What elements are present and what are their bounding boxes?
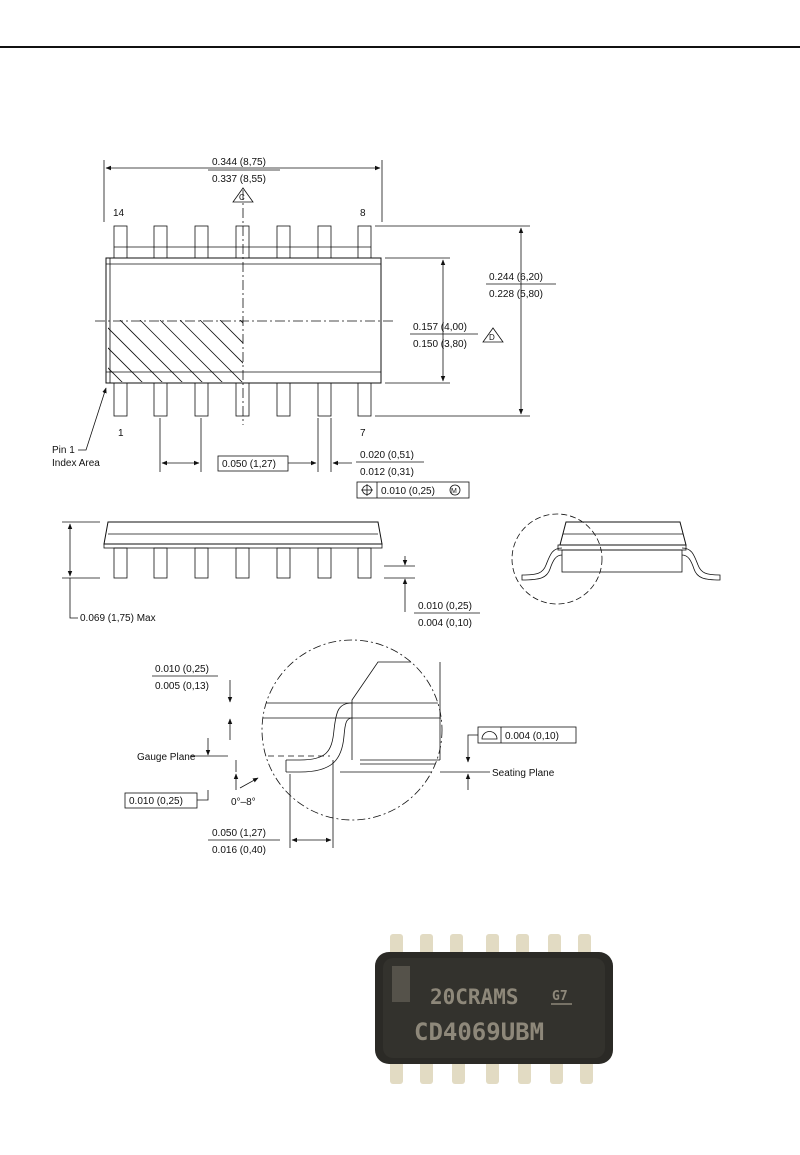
pin1-label-line2: Index Area — [52, 458, 100, 469]
chip-marking-line1: 20CRAMS — [430, 985, 519, 1009]
gauge-plane-label: Gauge Plane — [137, 752, 196, 763]
coplanarity-label: 0.004 (0,10) — [505, 731, 559, 742]
seating-plane-label: Seating Plane — [492, 768, 555, 779]
standoff-min-label: 0.004 (0,10) — [418, 618, 472, 629]
lead-t-min-label: 0.005 (0,13) — [155, 681, 209, 692]
foot-min-label: 0.016 (0,40) — [212, 845, 266, 856]
lead-w-max-label: 0.020 (0,51) — [360, 450, 414, 461]
standoff-max-label: 0.010 (0,25) — [418, 601, 472, 612]
pin-8-label: 8 — [360, 208, 366, 219]
note-d-label: D — [489, 333, 495, 342]
body-max-label: 0.157 (4,00) — [413, 322, 467, 333]
top-view: 0.344 (8,75) 0.337 (8,55) C 14 8 1 7 0.2… — [52, 157, 556, 499]
bottom-leads — [113, 382, 372, 417]
pin-14-label: 14 — [113, 208, 125, 219]
gauge-dim-label: 0.010 (0,25) — [129, 796, 183, 807]
chip-photo: 20CRAMS G7 CD4069UBM — [375, 934, 613, 1084]
chip-marking-suffix: G7 — [552, 989, 568, 1004]
detail-view: 0.010 (0,25) 0.005 (0,13) Gauge Plane 0.… — [124, 639, 577, 856]
height-max-label: 0.069 (1,75) Max — [80, 613, 156, 624]
pin1-index-hatch — [108, 320, 243, 382]
pin-1-label: 1 — [118, 428, 124, 439]
position-tol-label: 0.010 (0,25) — [381, 486, 435, 497]
overall-max-label: 0.244 (6,20) — [489, 272, 543, 283]
body-min-label: 0.150 (3,80) — [413, 339, 467, 350]
angle-label: 0°–8° — [231, 797, 256, 808]
overall-min-label: 0.228 (5,80) — [489, 289, 543, 300]
end-view — [511, 513, 721, 605]
width-max-label: 0.344 (8,75) — [212, 157, 266, 168]
position-mod-label: M — [451, 488, 457, 495]
chip-marking-line2: CD4069UBM — [414, 1018, 544, 1046]
top-leads — [113, 225, 372, 260]
foot-max-label: 0.050 (1,27) — [212, 828, 266, 839]
header-rule — [0, 46, 800, 48]
photo-bottom-leads — [390, 1058, 593, 1084]
lead-w-min-label: 0.012 (0,31) — [360, 467, 414, 478]
pin-7-label: 7 — [360, 428, 366, 439]
pitch-label: 0.050 (1,27) — [222, 459, 276, 470]
width-min-label: 0.337 (8,55) — [212, 174, 266, 185]
side-view: 0.069 (1,75) Max 0.010 (0,25) 0.004 (0,1… — [62, 521, 480, 629]
note-c-label: C — [239, 193, 245, 202]
package-body — [105, 257, 382, 384]
lead-t-max-label: 0.010 (0,25) — [155, 664, 209, 675]
pin1-label-line1: Pin 1 — [52, 445, 75, 456]
